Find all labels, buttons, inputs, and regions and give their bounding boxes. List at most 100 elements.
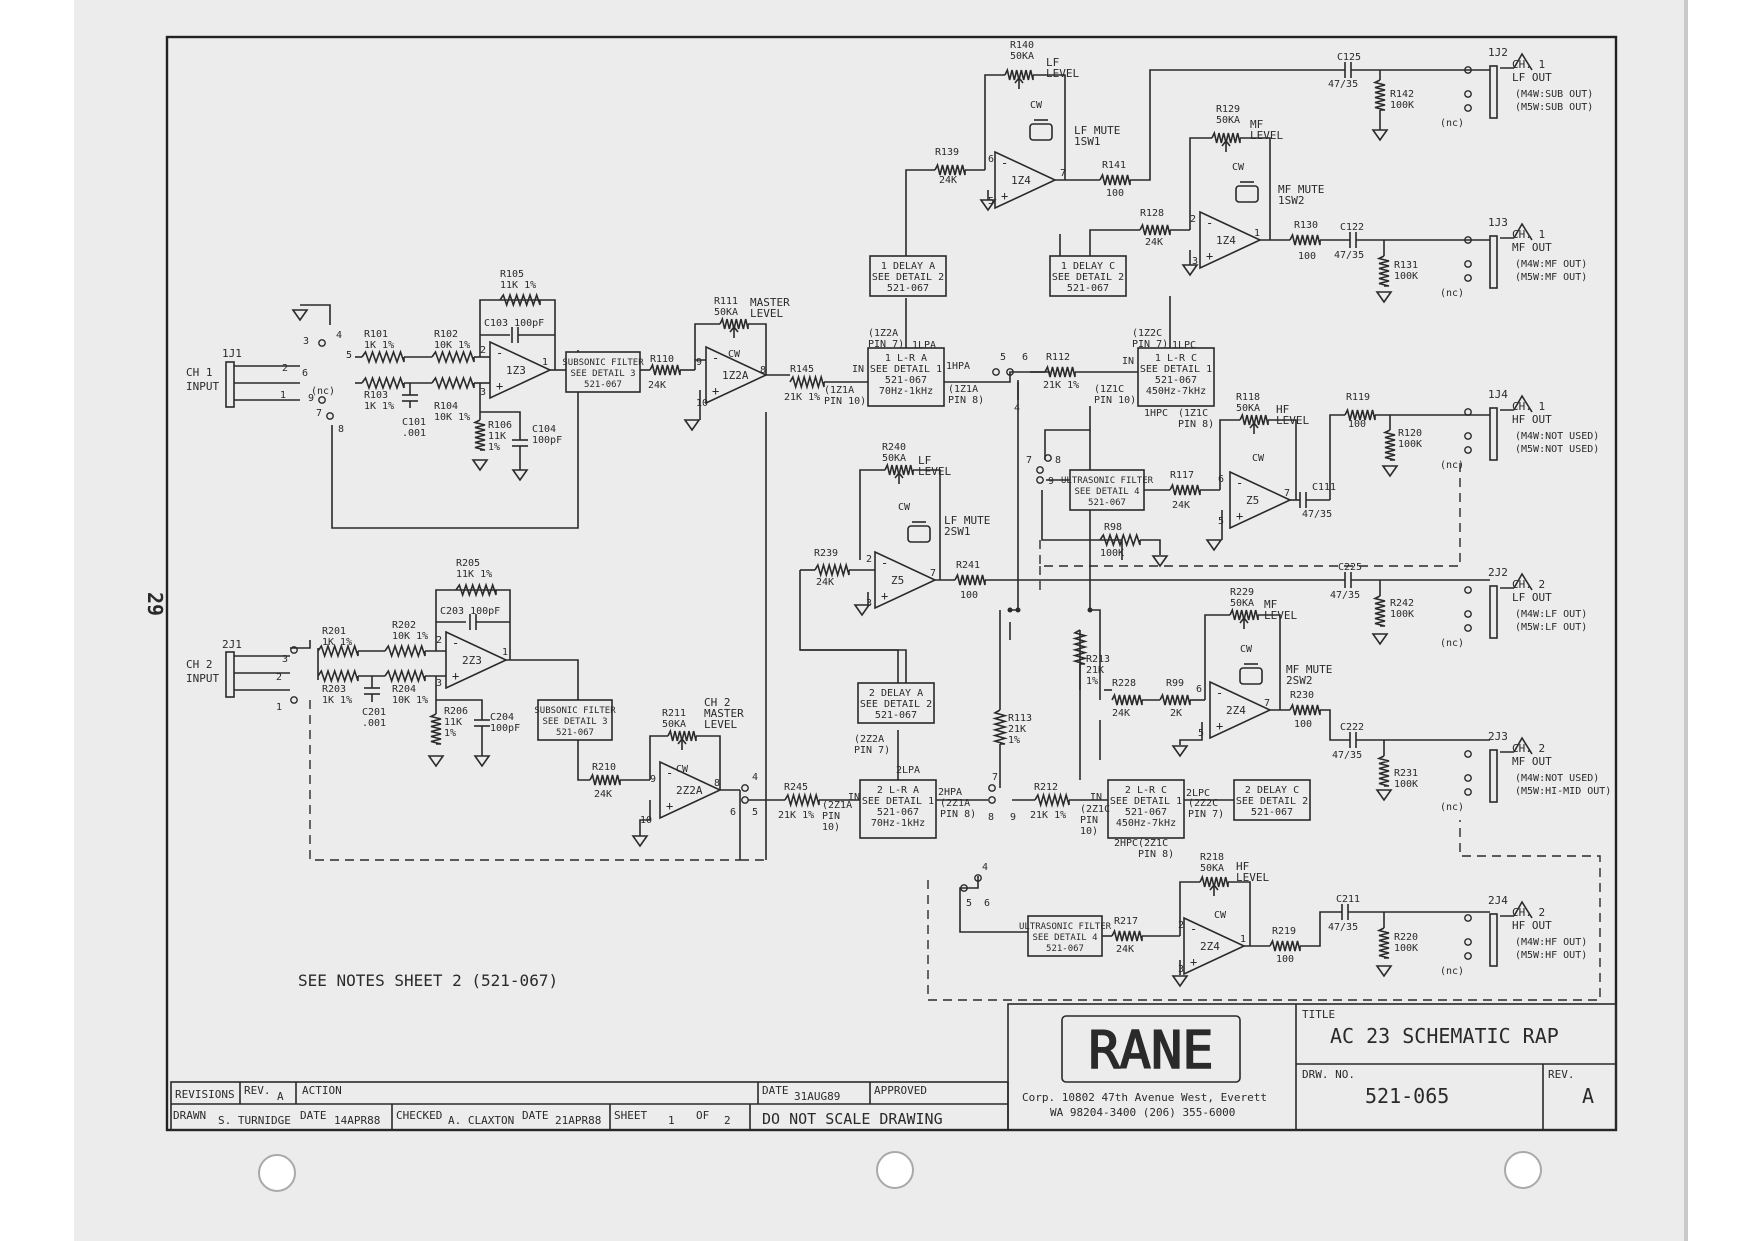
component-label: 100 [1276,954,1294,965]
wire [1130,69,1345,181]
block-text: 1 L-R A [885,353,927,364]
cw-label: CW [1030,100,1043,111]
drawn-by: S. TURNIDGE [218,1114,291,1127]
wire [1089,430,1101,700]
resistor [667,728,697,742]
pin-label: 2HPC [1114,838,1138,849]
label: 3 [303,336,309,347]
block-text: 1 L-R C [1155,353,1197,364]
resistor [1382,429,1396,461]
switch-contact [974,874,982,882]
lrc-block-ch1 [1137,347,1215,407]
opamp-label: 1Z4 [1216,234,1236,247]
block-text: SEE DETAIL 2 [860,699,932,710]
output-label: (M4W:NOT USED) [1515,431,1599,442]
cw-label: CW [728,349,741,360]
switch-contact [1464,260,1472,268]
resistor [589,772,621,786]
component-label: 100 [1348,419,1366,430]
lf-level-label: LEVEL [1046,67,1079,80]
resistor [317,643,359,659]
component-label: 24K [1112,708,1130,719]
block-text: 2 DELAY C [1245,785,1299,796]
component-label: R105 [500,269,524,280]
component-label: 100pF [532,435,562,446]
label: 2 [1178,920,1184,931]
wire [859,469,885,560]
output-label: CH. 2 [1512,578,1545,591]
component-label: 50KA [1230,598,1254,609]
wire [913,469,941,580]
delay-a-block-ch2 [857,682,935,724]
component-label: C104 [532,424,556,435]
component-label: 47/35 [1328,922,1358,933]
opamp-minus: - [496,346,503,360]
label: 4 [982,862,988,873]
ground-icon [1151,555,1169,568]
component-label: C204 [490,712,514,723]
date-value: 31AUG89 [794,1090,840,1103]
wire [506,659,579,700]
output-label: LF OUT [1512,71,1552,84]
output-jack-ref: 2J3 [1488,730,1508,743]
label: 9 [1010,812,1016,823]
block-text: 2 L-R C [1125,785,1167,796]
resistor [499,292,541,308]
component-label: 100K [1394,779,1418,790]
output-label: MF OUT [1512,241,1552,254]
component-label: 1K 1% [322,695,352,706]
component-label: 100 [1294,719,1312,730]
component-label: R242 [1390,598,1414,609]
rane-logo [1061,1015,1241,1083]
resistor [1344,407,1376,421]
rev-label: REV. [1548,1068,1575,1081]
wire [748,323,767,375]
resistor [814,562,850,578]
component-label: 1K 1% [364,401,394,412]
resistor [1099,172,1131,186]
label: 7 [1026,455,1032,466]
hf-level-label: LEVEL [1276,414,1309,427]
switch-contact [318,339,326,347]
input-jack-icon [225,361,235,408]
dashed-connection [309,700,740,861]
rev-small: A [277,1090,284,1103]
lf-level-label: LF [1046,56,1059,69]
component-label: R201 [322,626,346,637]
component-label: R203 [322,684,346,695]
output-label: (M4W:HF OUT) [1515,937,1587,948]
component-label: C111 [1312,482,1336,493]
block-text: 70Hz-1kHz [879,386,933,397]
component-label: 47/35 [1328,79,1358,90]
mute-switch-icon [1235,185,1259,203]
output-jack-ref: 2J4 [1488,894,1508,907]
ground-icon [853,604,871,617]
label: 8 [1055,455,1061,466]
opamp-minus: - [881,556,888,570]
jack-tip [1500,52,1533,71]
ground-icon [511,469,529,482]
output-label: (M5W:MF OUT) [1515,272,1587,283]
resistor [1289,232,1321,246]
component-label: 47/35 [1330,590,1360,601]
ch2-jack-ref: 2J1 [222,638,242,651]
resistor [455,582,497,598]
component-label: 1% [1086,676,1098,687]
page-number: 29 [143,592,167,616]
jack-tip [1500,900,1533,919]
drawing-number: 521-065 [1365,1084,1449,1108]
wire [1089,229,1140,256]
component-label: R99 [1166,678,1184,689]
output-jack-ref: 1J4 [1488,388,1508,401]
pin-label: (1Z1A [948,384,978,395]
pin-label: (2Z2C [1188,798,1218,809]
pin-label: (1Z2A [868,328,898,339]
jack-icon [1489,407,1498,461]
component-label: 21K 1% [784,392,820,403]
component-label: 21K [1086,665,1104,676]
component-label: 100K [1100,548,1124,559]
ch2-master-level-label: CH 2 [704,696,731,709]
resistor [1269,938,1301,952]
label: 6 [988,154,994,165]
subsonic-filter-block-ch2 [537,699,613,741]
